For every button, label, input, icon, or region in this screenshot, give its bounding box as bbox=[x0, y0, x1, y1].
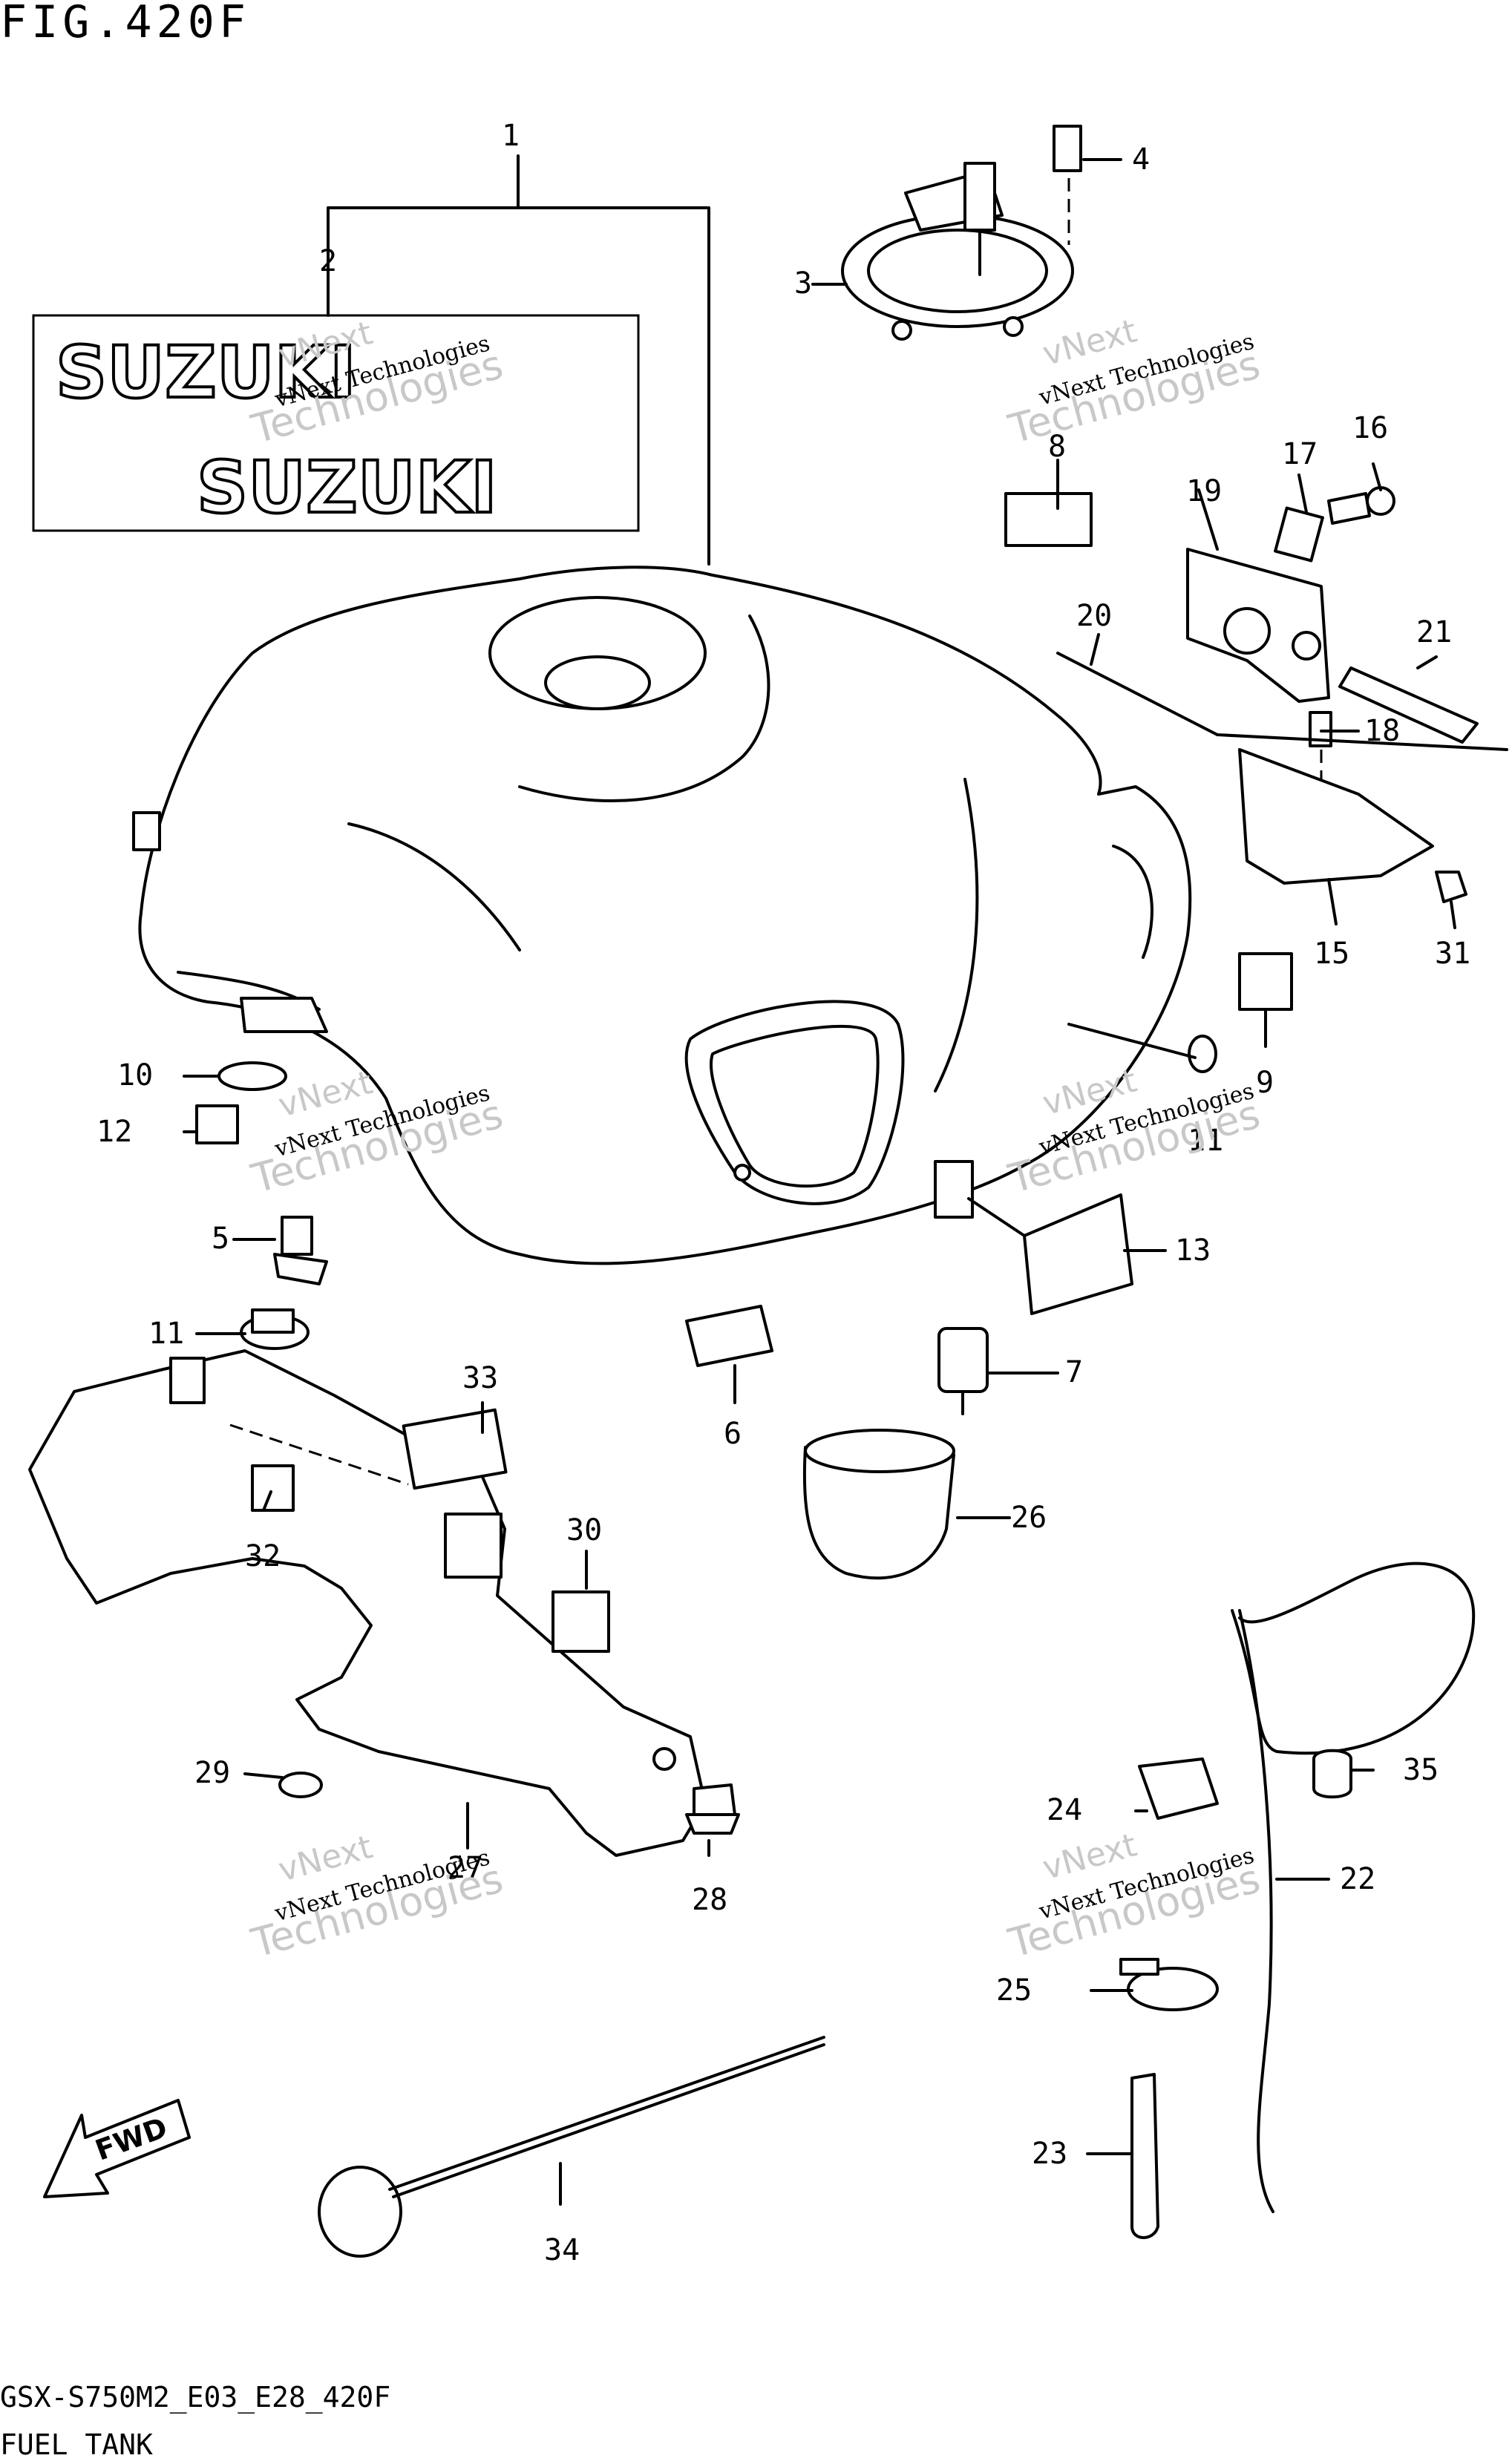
bracket-cluster bbox=[1056, 486, 1508, 903]
callout-25: 25 bbox=[996, 1973, 1032, 2008]
part-34-prop-rod bbox=[318, 2036, 825, 2258]
part-26-band bbox=[802, 1429, 955, 1580]
decal-upper: SUZUKI bbox=[56, 331, 356, 414]
callout-5: 5 bbox=[212, 1222, 229, 1256]
leader-lines bbox=[183, 158, 1456, 2206]
part-7-bushing bbox=[937, 1327, 989, 1415]
callout-2: 2 bbox=[319, 244, 337, 278]
callout-21: 21 bbox=[1416, 615, 1452, 649]
figure-label: FIG.420F bbox=[0, 0, 250, 48]
callout-33: 33 bbox=[462, 1361, 498, 1395]
callout-8: 8 bbox=[1048, 430, 1066, 464]
section-name: FUEL TANK bbox=[0, 2428, 153, 2461]
part-25-clamp bbox=[1119, 1958, 1219, 2011]
callout-11-right: 11 bbox=[1188, 1124, 1223, 1158]
callout-labels: 1 2 3 4 5 6 7 8 9 10 11 11 12 13 15 16 1… bbox=[96, 119, 1470, 2267]
callout-1: 1 bbox=[502, 119, 520, 153]
part-3-fuel-cap bbox=[841, 162, 1074, 341]
part-4-bolt bbox=[1053, 125, 1082, 245]
callout-26: 26 bbox=[1011, 1501, 1047, 1535]
part-24-clamp bbox=[1138, 1757, 1219, 1820]
callout-31: 31 bbox=[1435, 937, 1470, 971]
callout-35: 35 bbox=[1403, 1753, 1439, 1787]
callout-19: 19 bbox=[1186, 474, 1222, 508]
fuel-tank bbox=[132, 566, 1192, 1265]
callout-7: 7 bbox=[1065, 1355, 1083, 1389]
callout-30: 30 bbox=[566, 1513, 602, 1547]
callout-13: 13 bbox=[1175, 1233, 1211, 1268]
callout-29: 29 bbox=[194, 1756, 230, 1790]
part-22-hose bbox=[1231, 1562, 1476, 2213]
callout-18: 18 bbox=[1364, 714, 1400, 748]
callout-9: 9 bbox=[1256, 1066, 1274, 1100]
callout-20: 20 bbox=[1076, 599, 1112, 633]
part-6-cushion bbox=[685, 1305, 773, 1367]
decal-set: SUZUKI SUZUKI bbox=[32, 154, 710, 566]
callout-28: 28 bbox=[692, 1883, 727, 1917]
part-23-strap bbox=[1130, 2073, 1159, 2239]
callout-23: 23 bbox=[1032, 2137, 1067, 2171]
part-35-cap bbox=[1312, 1749, 1352, 1799]
callout-27: 27 bbox=[448, 1851, 483, 1885]
callout-4: 4 bbox=[1132, 142, 1150, 177]
callout-15: 15 bbox=[1314, 937, 1349, 971]
forward-arrow-icon: FWD bbox=[43, 2099, 191, 2198]
left-fasteners bbox=[195, 997, 328, 1350]
callout-10: 10 bbox=[117, 1058, 153, 1092]
part-27-cover bbox=[28, 1349, 707, 1857]
model-code: GSX-S750M2_E03_E28_420F bbox=[0, 2381, 391, 2414]
callout-3: 3 bbox=[794, 266, 812, 301]
callout-34: 34 bbox=[544, 2233, 580, 2267]
part-29-grommet bbox=[278, 1772, 323, 1798]
callout-24: 24 bbox=[1047, 1793, 1082, 1827]
callout-17: 17 bbox=[1282, 437, 1318, 471]
callout-22: 22 bbox=[1340, 1862, 1375, 1896]
part-13-mesh bbox=[1023, 1193, 1133, 1315]
callout-11-left: 11 bbox=[148, 1317, 184, 1351]
decal-lower: SUZUKI bbox=[197, 446, 497, 529]
part-8-pad bbox=[1004, 492, 1093, 547]
watermarks: vNext Technologies vNext Technologies vN… bbox=[246, 312, 1265, 1967]
callout-16: 16 bbox=[1352, 411, 1388, 445]
callout-12: 12 bbox=[96, 1115, 132, 1149]
part-28-grommet bbox=[685, 1783, 740, 1835]
callout-6: 6 bbox=[724, 1417, 742, 1451]
callout-32: 32 bbox=[245, 1539, 281, 1573]
part-9-clip bbox=[1238, 952, 1293, 1011]
